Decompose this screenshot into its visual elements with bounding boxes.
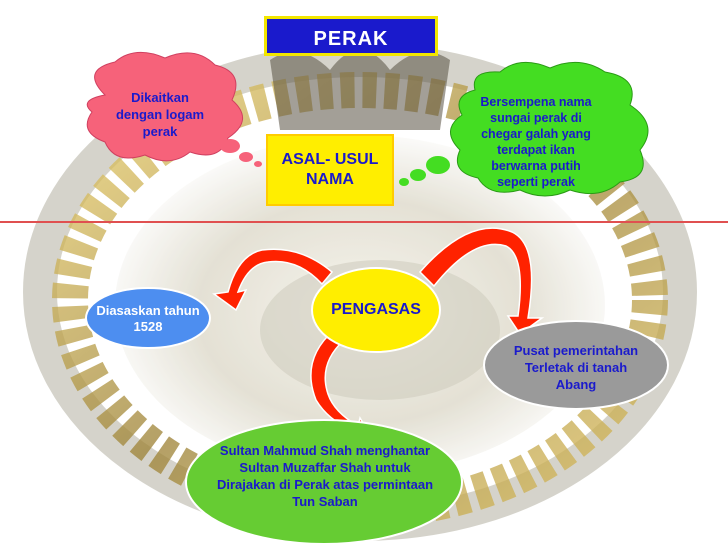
node-right-shape: [483, 320, 669, 410]
bubble-left-line: perak: [142, 123, 178, 139]
founder-ellipse: [311, 267, 441, 353]
origin-line-1: ASAL- USUL: [281, 151, 379, 168]
bubble-right-cloud: [450, 61, 649, 197]
bubble-right-line: sungai perak di: [490, 111, 582, 125]
bubble-left-dot-3: [254, 161, 262, 167]
bubble-right-dot-1: [426, 156, 450, 174]
bubble-right-line: terdapat ikan: [497, 143, 575, 157]
node-left-line: 1528: [133, 319, 163, 335]
bubble-left-text: Dikaitkan dengan logam perak: [100, 90, 220, 141]
bubble-left-cloud: [86, 51, 243, 162]
node-right-line: Pusat pemerintahan: [513, 343, 639, 358]
node-bottom-line: Sultan Mahmud Shah menghantar: [219, 443, 431, 458]
node-right-text: Pusat pemerintahan Terletak di tanah Aba…: [498, 343, 654, 394]
bubble-left-dot-2: [239, 152, 253, 162]
node-right-line: Terletak di tanah: [524, 359, 628, 375]
crest-gold-wreath: [52, 72, 668, 528]
bubble-right-line: berwarna putih: [491, 159, 581, 173]
thought-bubble-right: [399, 61, 649, 197]
arrow-to-left-node: [212, 248, 334, 312]
bubble-right-dot-2: [410, 169, 426, 181]
bubble-right-text: Bersempena nama sungai perak di chegar g…: [468, 94, 604, 190]
bubble-left-dot-1: [220, 139, 240, 153]
bubble-right-line: seperti perak: [497, 175, 575, 189]
thought-bubble-left: [86, 51, 262, 167]
node-bottom-shape: [185, 419, 463, 545]
bubble-right-line: Bersempena nama: [480, 95, 592, 109]
origin-line-2: NAMA: [305, 171, 354, 188]
node-bottom-line: Sultan Muzaffar Shah untuk: [239, 460, 411, 476]
page-title: PERAK: [264, 16, 438, 56]
founder-label: PENGASAS: [331, 301, 421, 318]
node-right-line: Abang: [555, 376, 597, 392]
node-bottom-line: Dirajakan di Perak atas permintaan: [216, 477, 434, 493]
bubble-left-line: Dikaitkan: [131, 90, 189, 105]
node-left-shape: [85, 287, 211, 349]
bubble-left-line: dengan logam: [115, 106, 205, 122]
origin-name-box: ASAL- USUL NAMA: [266, 134, 394, 206]
node-bottom-line: Tun Saban: [292, 494, 358, 510]
bubble-right-line: chegar galah yang: [481, 127, 591, 141]
node-bottom-text: Sultan Mahmud Shah menghantar Sultan Muz…: [194, 442, 456, 511]
founder-arrows: [212, 227, 545, 443]
bubble-right-dot-3: [399, 178, 409, 186]
crest-crown-shape: [270, 50, 450, 130]
node-left-text: Diasaskan tahun 1528: [88, 303, 208, 336]
node-left-line: Diasaskan tahun: [96, 303, 200, 318]
